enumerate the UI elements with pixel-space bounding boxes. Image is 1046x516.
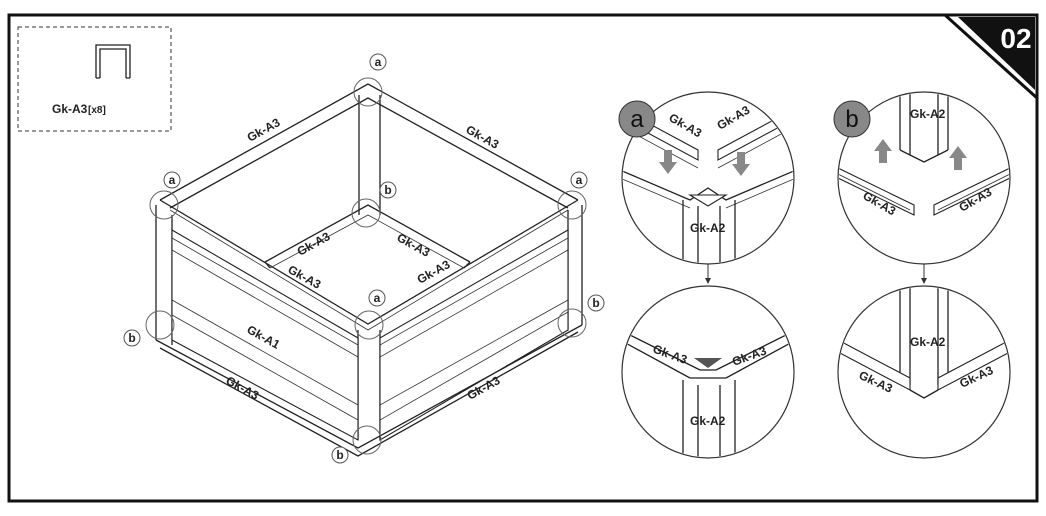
label-inner-rail-1: Gk-A3 (295, 229, 333, 259)
svg-text:a: a (169, 173, 176, 187)
step-badge: 02 (941, 13, 1039, 102)
part-code: Gk-A3 (52, 102, 88, 116)
down-arrow-icon (732, 152, 750, 176)
svg-text:b: b (592, 296, 599, 310)
callout-b-left: b (123, 310, 175, 347)
svg-text:a: a (374, 291, 381, 305)
label-inner-rail-3: Gk-A3 (286, 262, 324, 292)
down-arrow-icon (921, 278, 927, 284)
staple-clip-icon (95, 44, 131, 79)
svg-text:a: a (576, 173, 583, 187)
callout-a-front: a (354, 289, 386, 340)
callout-b-back: b (351, 181, 397, 228)
detail-a-result-post-label: Gk-A2 (690, 414, 726, 428)
up-arrow-icon (874, 139, 892, 163)
callout-b-right: b (557, 294, 605, 338)
detail-a: a Gk-A3 Gk-A3 Gk-A2 Gk-A3 Gk-A3 Gk-A2 (618, 91, 795, 459)
callout-a-top: a (353, 53, 387, 107)
svg-text:b: b (384, 183, 391, 197)
raised-bed-assembly: Gk-A3 Gk-A3 Gk-A3 Gk-A3 Gk-A3 Gk-A3 Gk-A… (123, 53, 605, 464)
callout-a-right: a (557, 171, 588, 220)
detail-a-badge (618, 100, 656, 138)
parts-box: Gk-A3 [x8] (17, 26, 172, 132)
detail-b: b Gk-A2 Gk-A3 Gk-A3 Gk-A2 Gk-A3 Gk-A3 (833, 91, 1011, 459)
step-number: 02 (1000, 23, 1031, 54)
outer-frame (7, 13, 1039, 503)
svg-text:a: a (630, 106, 644, 133)
callout-a-left: a (149, 171, 181, 220)
detail-b-after-circle (837, 285, 1011, 459)
label-inner-rail-2: Gk-A3 (395, 230, 433, 260)
detail-a-after-circle (621, 285, 795, 459)
callout-b-front: b (331, 425, 382, 464)
svg-text:b: b (128, 331, 135, 345)
label-top-left-rail: Gk-A3 (245, 115, 283, 145)
svg-text:b: b (336, 448, 343, 462)
detail-b-badge (833, 100, 871, 138)
detail-b-post-label: Gk-A2 (910, 107, 946, 121)
down-arrow-icon (705, 278, 711, 284)
svg-text:a: a (375, 55, 382, 69)
detail-a-post-label: Gk-A2 (690, 221, 726, 235)
svg-text:b: b (845, 106, 858, 133)
down-arrow-icon (659, 150, 677, 174)
up-arrow-icon (949, 146, 967, 170)
detail-b-result-post-label: Gk-A2 (910, 335, 946, 349)
part-quantity: [x8] (88, 105, 106, 116)
